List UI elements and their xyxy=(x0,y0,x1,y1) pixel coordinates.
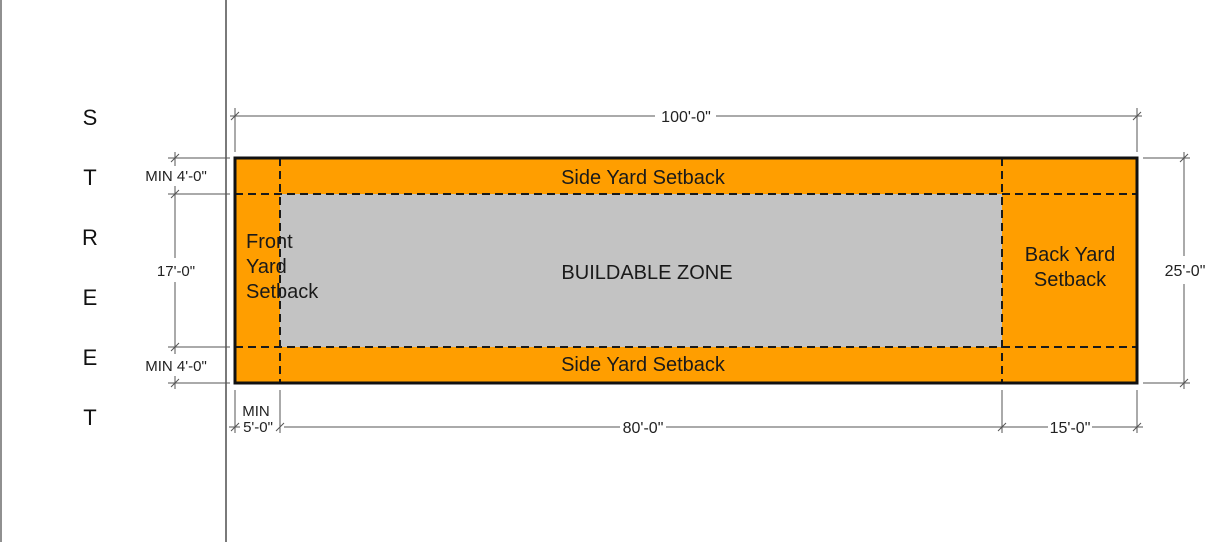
street-letter: E xyxy=(83,345,98,370)
back-yard-label-line: Setback xyxy=(1034,269,1107,291)
buildable-zone-label: BUILDABLE ZONE xyxy=(561,262,732,284)
street-letter: S xyxy=(83,105,98,130)
dim-overall-length: 100'-0" xyxy=(230,108,1142,152)
lot-outline xyxy=(233,156,1139,385)
side-yard-bottom-label: Side Yard Setback xyxy=(561,354,726,376)
front-yard-label-line: Front xyxy=(246,231,293,253)
dim-bottom-chain: MIN 5'-0" 80'-0" 15'-0" xyxy=(229,390,1143,437)
dim-side-top-text: MIN 4'-0" xyxy=(145,168,207,185)
front-yard-label-line: Yard xyxy=(246,256,287,278)
street-letter: R xyxy=(82,225,98,250)
dim-overall-length-text: 100'-0" xyxy=(661,109,711,126)
dim-overall-width-text: 25'-0" xyxy=(1165,263,1206,280)
dim-front-text: 5'-0" xyxy=(243,419,273,436)
front-yard-label-line: Setback xyxy=(246,281,319,303)
street-letter: E xyxy=(83,285,98,310)
back-yard-label-line: Back Yard xyxy=(1025,244,1115,266)
side-yard-top-label: Side Yard Setback xyxy=(561,167,726,189)
buildable-zone xyxy=(280,194,1002,347)
back-yard-label: Back Yard Setback xyxy=(1025,244,1115,291)
dim-overall-width: 25'-0" xyxy=(1143,152,1205,389)
dim-back-text: 15'-0" xyxy=(1050,420,1091,437)
street-letter: T xyxy=(83,165,96,190)
dim-left-chain: MIN 4'-0" 17'-0" MIN 4'-0" xyxy=(145,152,230,389)
dim-buildable-width-text: 17'-0" xyxy=(157,263,195,280)
front-yard-label: Front Yard Setback xyxy=(246,231,319,303)
street-label: S T R E E T xyxy=(82,105,98,430)
dim-front-min-text: MIN xyxy=(242,403,270,420)
dim-side-bottom-text: MIN 4'-0" xyxy=(145,358,207,375)
street-letter: T xyxy=(83,405,96,430)
dim-buildable-length-text: 80'-0" xyxy=(623,420,664,437)
